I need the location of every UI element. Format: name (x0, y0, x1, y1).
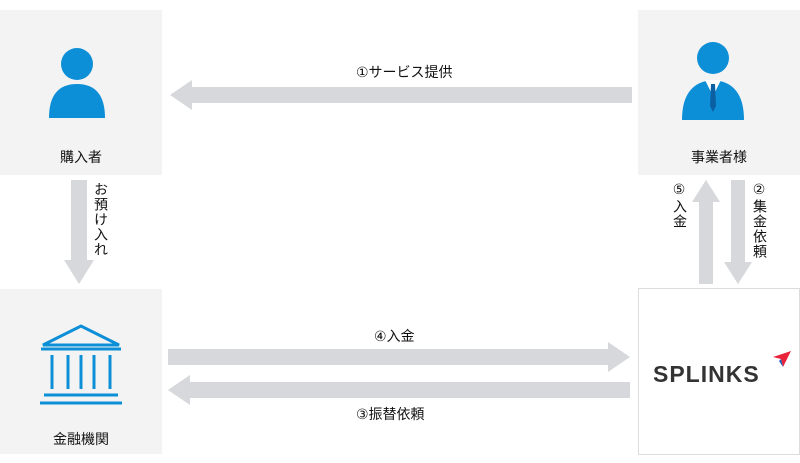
splinks-node: SPLINKS (638, 288, 800, 455)
buyer-node: 購入者 (0, 10, 162, 175)
transfer-request-step-label: ③振替依頼 (356, 407, 425, 423)
payout-step-label: ⑤入金 (671, 182, 687, 229)
service-step-label: ①サービス提供 (356, 65, 453, 81)
merchant-node: 事業者様 (638, 10, 800, 175)
payment-in-arrow (168, 342, 630, 372)
collection-request-arrow (724, 180, 752, 284)
payout-arrow (692, 180, 720, 284)
businessperson-icon (682, 42, 744, 120)
payment-in-step-label: ④入金 (374, 329, 415, 345)
collection-request-step-label: ②集金依頼 (751, 182, 767, 259)
splinks-logo: SPLINKS (653, 361, 760, 387)
buyer-label: 購入者 (60, 150, 102, 166)
merchant-label: 事業者様 (691, 150, 747, 166)
deposit-step-label: お預け入れ (92, 182, 108, 257)
transfer-request-arrow (168, 375, 630, 405)
person-icon (49, 48, 105, 118)
bank-label: 金融機関 (53, 432, 109, 448)
service-arrow (170, 80, 632, 110)
bank-icon (40, 324, 122, 405)
deposit-arrow (64, 180, 94, 284)
logo-mark-icon (773, 351, 791, 367)
bank-node: 金融機関 (0, 289, 162, 454)
